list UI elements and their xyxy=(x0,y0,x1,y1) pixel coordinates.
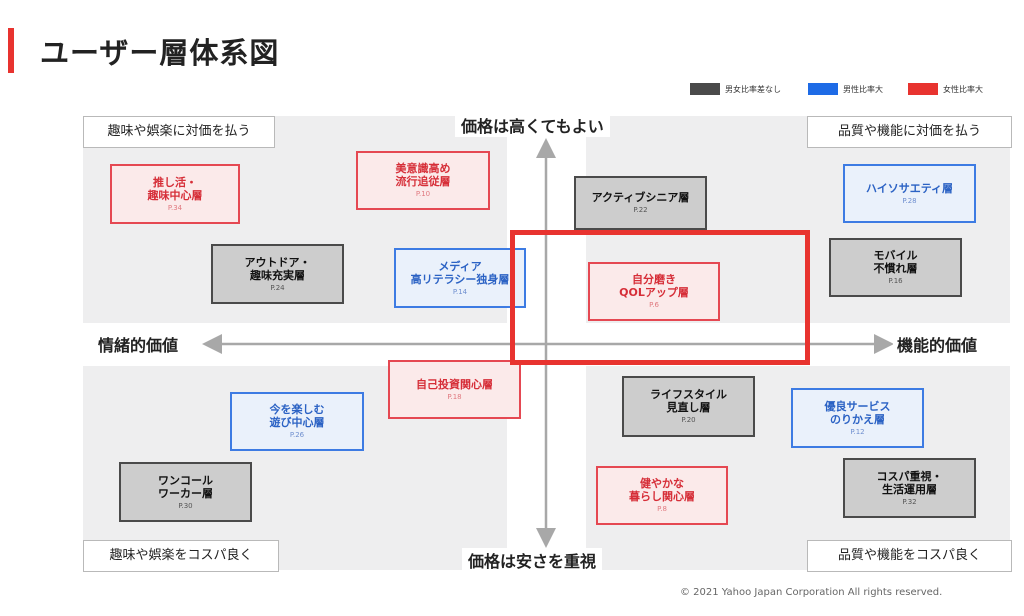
segment-page: P.12 xyxy=(850,427,865,436)
segment-page: P.6 xyxy=(649,301,659,309)
segment-line1: 健やかな xyxy=(640,477,684,490)
segment-line2: 暮らし関心層 xyxy=(629,490,695,503)
segment-line1: 推し活・ xyxy=(153,175,197,189)
segment-asobi-chushin[interactable]: 今を楽しむ 遊び中心層 P.26 xyxy=(230,392,364,451)
segment-jibun-migaki[interactable]: 自分磨き QOLアップ層 P.6 xyxy=(588,262,720,321)
corner-label-bottom-left: 趣味や娯楽をコスパ良く xyxy=(83,540,279,572)
segment-line2: 趣味中心層 xyxy=(147,188,203,202)
segment-line1: 自分磨き xyxy=(632,273,676,286)
segment-outdoor[interactable]: アウトドア・ 趣味充実層 P.24 xyxy=(211,244,344,304)
segment-line1: ワンコール xyxy=(158,473,213,487)
corner-label-top-left: 趣味や娯楽に対価を払う xyxy=(83,116,275,148)
segment-service-switch[interactable]: 優良サービス のりかえ層 P.12 xyxy=(791,388,924,448)
segment-line1: 今を楽しむ xyxy=(269,403,325,416)
legend-item-female: 女性比率大 xyxy=(908,82,983,96)
segment-cospa-seikatsu[interactable]: コスパ重視・ 生活運用層 P.32 xyxy=(843,458,976,518)
segment-line1: アクティブシニア層 xyxy=(591,191,690,204)
segment-line1: 優良サービス xyxy=(824,399,891,413)
axis-label-bottom: 価格は安さを重視 xyxy=(462,548,603,572)
segment-self-investment[interactable]: 自己投資関心層 P.18 xyxy=(388,360,521,419)
copyright-text: © 2021 Yahoo Japan Corporation All right… xyxy=(680,587,943,598)
segment-active-senior[interactable]: アクティブシニア層 P.22 xyxy=(574,176,707,230)
segment-page: P.22 xyxy=(633,206,648,214)
legend-swatch-blue xyxy=(808,83,838,95)
segment-line2: 趣味充実層 xyxy=(250,268,305,282)
segment-line1: アウトドア・ xyxy=(244,255,311,269)
segment-page: P.20 xyxy=(681,416,696,424)
segment-media-literacy[interactable]: メディア 高リテラシー独身層 P.14 xyxy=(394,248,526,308)
segment-line2: ワーカー層 xyxy=(158,486,213,500)
segment-line1: コスパ重視・ xyxy=(876,469,943,483)
legend-label-neutral: 男女比率差なし xyxy=(725,84,781,94)
segment-line2: 流行追従層 xyxy=(395,175,451,188)
segment-line1: ハイソサエティ層 xyxy=(865,181,954,195)
page-title: ユーザー層体系図 xyxy=(40,36,280,70)
segment-line1: メディア xyxy=(438,259,482,273)
segment-page: P.8 xyxy=(657,505,667,513)
segment-oshikatsu[interactable]: 推し活・ 趣味中心層 P.34 xyxy=(110,164,240,224)
legend-label-female: 女性比率大 xyxy=(943,84,983,94)
segment-line2: のりかえ層 xyxy=(830,412,885,426)
segment-line2: 遊び中心層 xyxy=(269,416,325,429)
segment-page: P.10 xyxy=(415,190,431,198)
segment-page: P.32 xyxy=(902,497,917,506)
segment-line2: 高リテラシー独身層 xyxy=(410,272,510,286)
axis-label-right: 機能的価値 xyxy=(893,332,982,356)
segment-page: P.28 xyxy=(902,196,917,205)
segment-line1: 美意識高め xyxy=(395,162,451,175)
segment-line2: QOLアップ層 xyxy=(619,286,689,299)
segment-page: P.24 xyxy=(270,283,285,292)
segment-page: P.18 xyxy=(447,392,462,401)
segment-sukoyaka[interactable]: 健やかな 暮らし関心層 P.8 xyxy=(596,466,728,525)
corner-label-bottom-right: 品質や機能をコスパ良く xyxy=(807,540,1012,572)
axis-label-left: 情緒的価値 xyxy=(94,332,183,356)
legend-swatch-gray xyxy=(690,83,720,95)
segment-page: P.26 xyxy=(289,431,305,439)
segment-page: P.14 xyxy=(452,287,468,296)
segment-line2: 不慣れ層 xyxy=(873,262,918,275)
segment-line2: 生活運用層 xyxy=(882,482,937,496)
segment-page: P.30 xyxy=(178,501,193,510)
segment-line1: 自己投資関心層 xyxy=(416,377,493,391)
segment-high-society[interactable]: ハイソサエティ層 P.28 xyxy=(843,164,976,223)
highlight-frame xyxy=(510,230,810,365)
segment-biishiki[interactable]: 美意識高め 流行追従層 P.10 xyxy=(356,151,490,210)
segment-mobile-unfamiliar[interactable]: モバイル 不慣れ層 P.16 xyxy=(829,238,962,297)
legend-item-neutral: 男女比率差なし xyxy=(690,82,781,96)
segment-one-call-worker[interactable]: ワンコール ワーカー層 P.30 xyxy=(119,462,252,522)
segment-page: P.34 xyxy=(167,203,183,212)
axis-label-top: 価格は高くてもよい xyxy=(455,113,610,137)
segment-lifestyle-review[interactable]: ライフスタイル 見直し層 P.20 xyxy=(622,376,755,437)
segment-line1: モバイル xyxy=(873,249,918,262)
title-accent-bar xyxy=(8,28,14,73)
legend-swatch-red xyxy=(908,83,938,95)
legend-label-male: 男性比率大 xyxy=(843,84,883,94)
segment-line2: 見直し層 xyxy=(666,401,711,414)
segment-line1: ライフスタイル xyxy=(650,388,727,401)
segment-page: P.16 xyxy=(888,277,903,285)
corner-label-top-right: 品質や機能に対価を払う xyxy=(807,116,1012,148)
legend-item-male: 男性比率大 xyxy=(808,82,883,96)
